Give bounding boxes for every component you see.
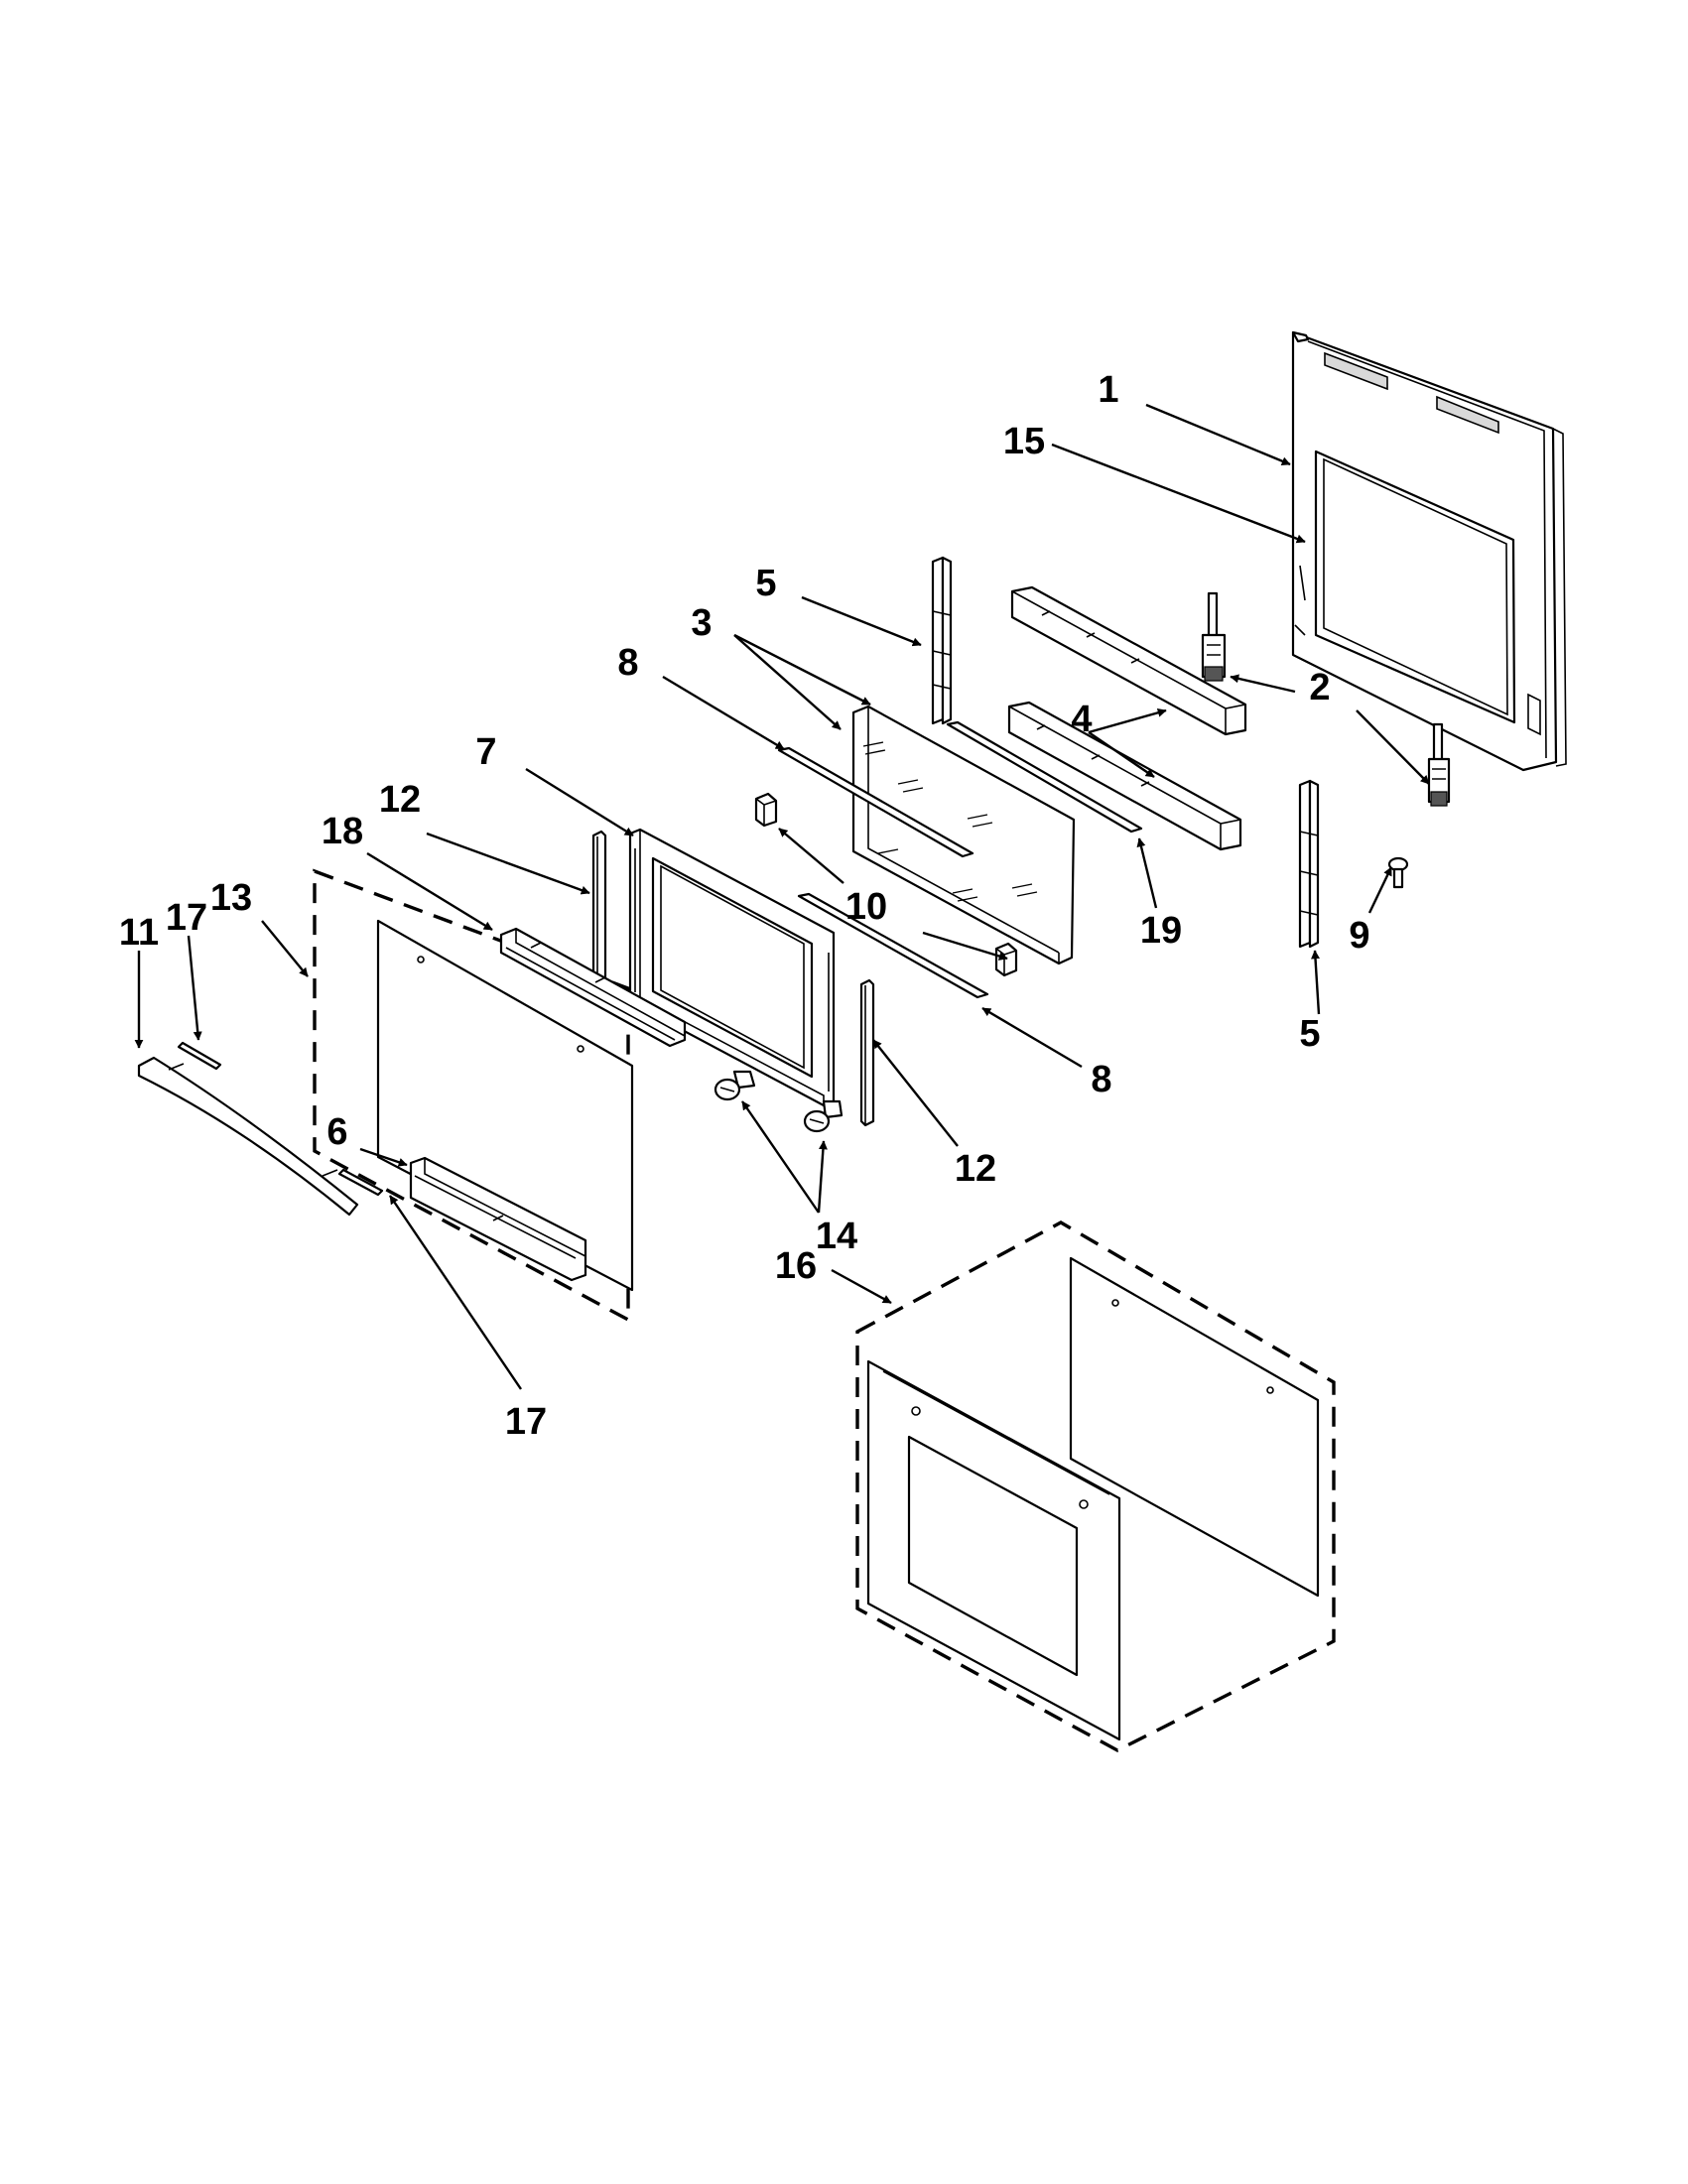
callout-2: 2	[1309, 667, 1330, 708]
callout-15: 15	[1003, 421, 1045, 462]
handle-spacer-lower	[337, 1168, 384, 1197]
callout-16: 16	[775, 1245, 817, 1287]
spacer-bar-lower	[1007, 701, 1242, 851]
leader-lines	[134, 403, 1430, 1390]
callout-4: 4	[1071, 699, 1092, 740]
gasket-strip-19	[946, 720, 1143, 834]
callout-6: 6	[326, 1111, 347, 1153]
bottom-channel	[409, 1156, 587, 1282]
door-frame	[628, 828, 836, 1107]
spacer-block-lower	[994, 942, 1018, 977]
callout-12-top: 12	[379, 779, 421, 821]
top-channel	[499, 927, 687, 1048]
door-screw-right	[803, 1099, 844, 1133]
spacer-bar-upper	[1010, 585, 1247, 736]
callout-13: 13	[210, 877, 252, 919]
callout-5-top: 5	[755, 563, 776, 604]
side-channel-right	[1298, 779, 1320, 949]
spacer-block-upper	[754, 792, 778, 828]
callout-9: 9	[1349, 915, 1369, 957]
hinge-screw	[1387, 856, 1409, 889]
callout-18: 18	[322, 811, 363, 852]
side-channel-left	[931, 556, 953, 725]
callout-12-bottom: 12	[955, 1148, 996, 1190]
callout-10: 10	[845, 886, 887, 928]
seal-strip-upper	[777, 746, 974, 858]
callout-19: 19	[1140, 910, 1182, 952]
inner-door-panel	[1291, 330, 1567, 772]
hinge-upper	[1201, 591, 1227, 682]
handle-spacer-upper	[177, 1041, 222, 1071]
callout-1: 1	[1098, 369, 1118, 411]
callout-7: 7	[475, 731, 496, 773]
seal-strip-lower	[797, 892, 989, 999]
callout-14: 14	[816, 1216, 857, 1257]
callout-8-bottom: 8	[1091, 1059, 1111, 1100]
callout-17-top: 17	[166, 897, 207, 939]
side-trim-right	[859, 978, 875, 1127]
callout-5-right: 5	[1299, 1013, 1320, 1055]
callout-labels: 1 2 3 4 5 5 6 7 8 8 9 10 11 12 12 13 14 …	[119, 369, 1370, 1443]
callout-17-bottom: 17	[505, 1401, 547, 1443]
callout-8-top: 8	[617, 642, 638, 684]
door-handle	[137, 1056, 359, 1217]
callout-11: 11	[119, 912, 159, 954]
outer-glass-assembly	[855, 1220, 1336, 1752]
door-screw-left	[714, 1070, 756, 1101]
hinge-lower	[1427, 722, 1451, 807]
side-trim-left	[591, 830, 607, 983]
glass-panel	[851, 705, 1076, 965]
callout-3: 3	[691, 602, 712, 644]
